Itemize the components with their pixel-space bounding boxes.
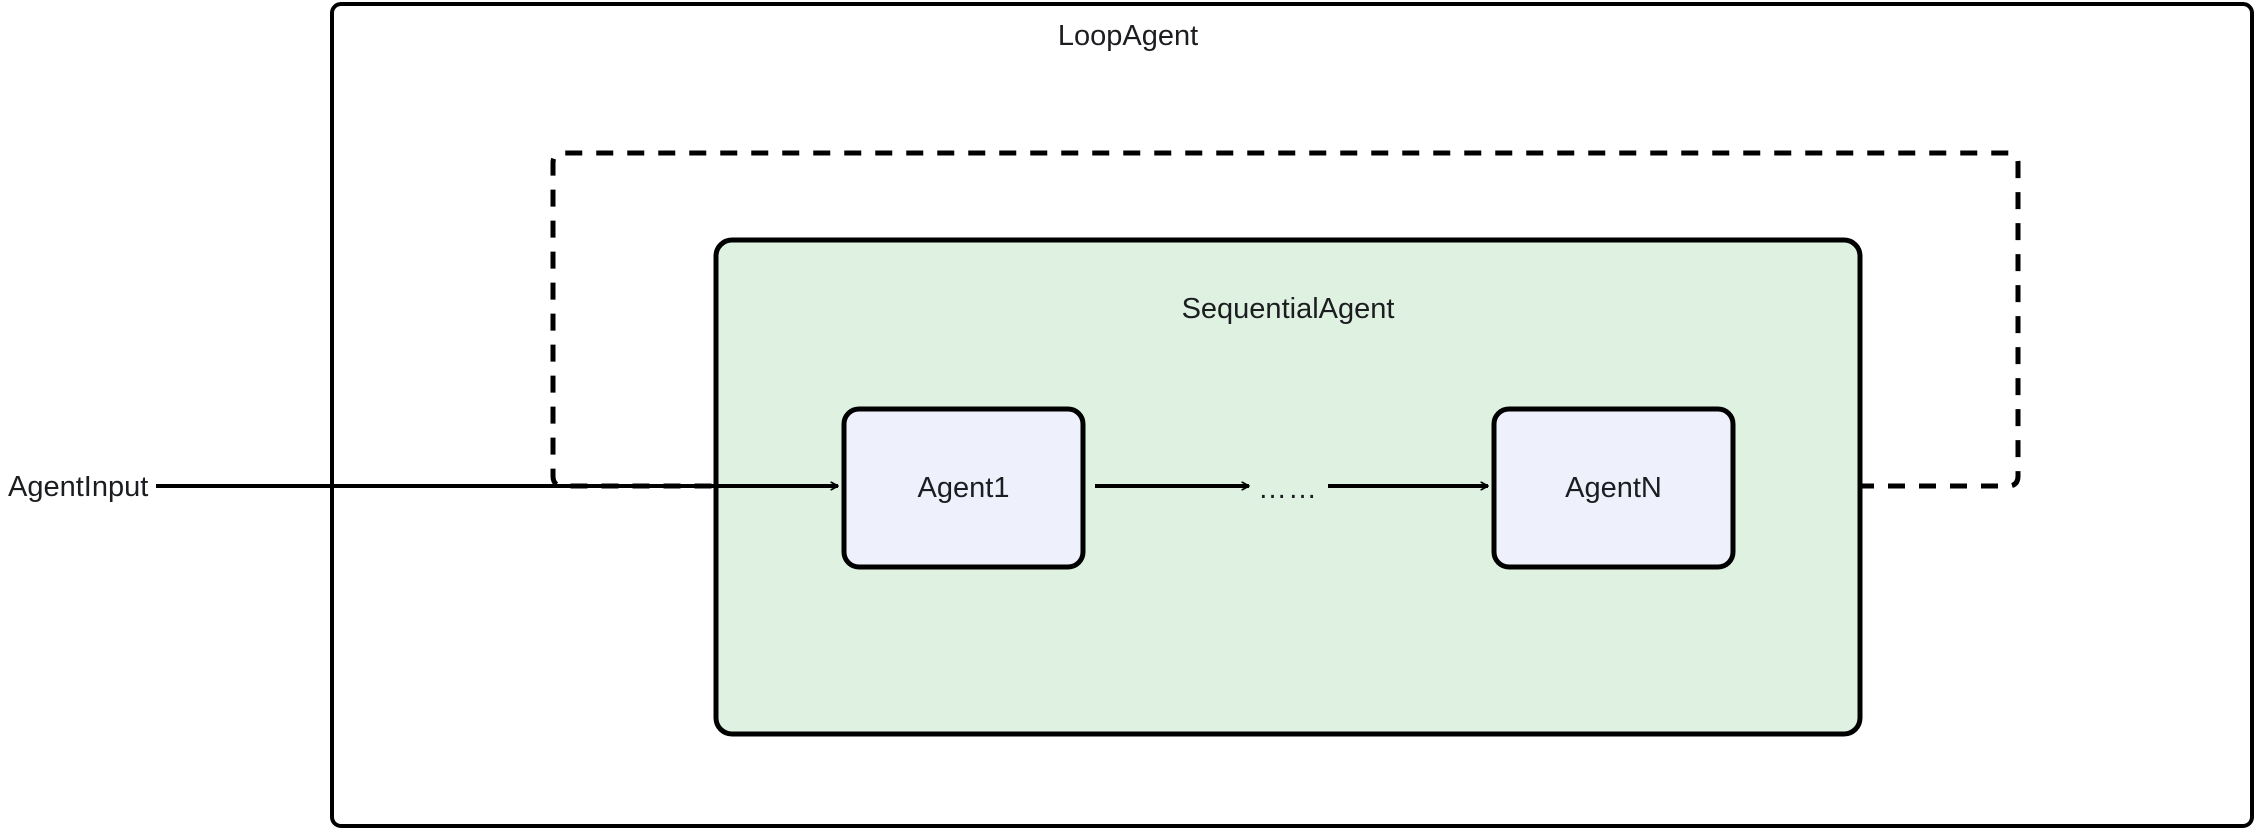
agentn-label: AgentN bbox=[1565, 472, 1662, 504]
loopagent-title: LoopAgent bbox=[1057, 20, 1199, 52]
agentn-node bbox=[1491, 406, 1736, 570]
ellipsis-label: …… bbox=[1258, 473, 1318, 505]
feedback-loop-dashed-path bbox=[550, 150, 2021, 489]
agent-input-label: AgentInput bbox=[8, 471, 149, 503]
agent1-label: Agent1 bbox=[917, 472, 1010, 504]
agent1-node bbox=[841, 406, 1086, 570]
sequentialagent-title: SequentialAgent bbox=[1181, 293, 1395, 325]
